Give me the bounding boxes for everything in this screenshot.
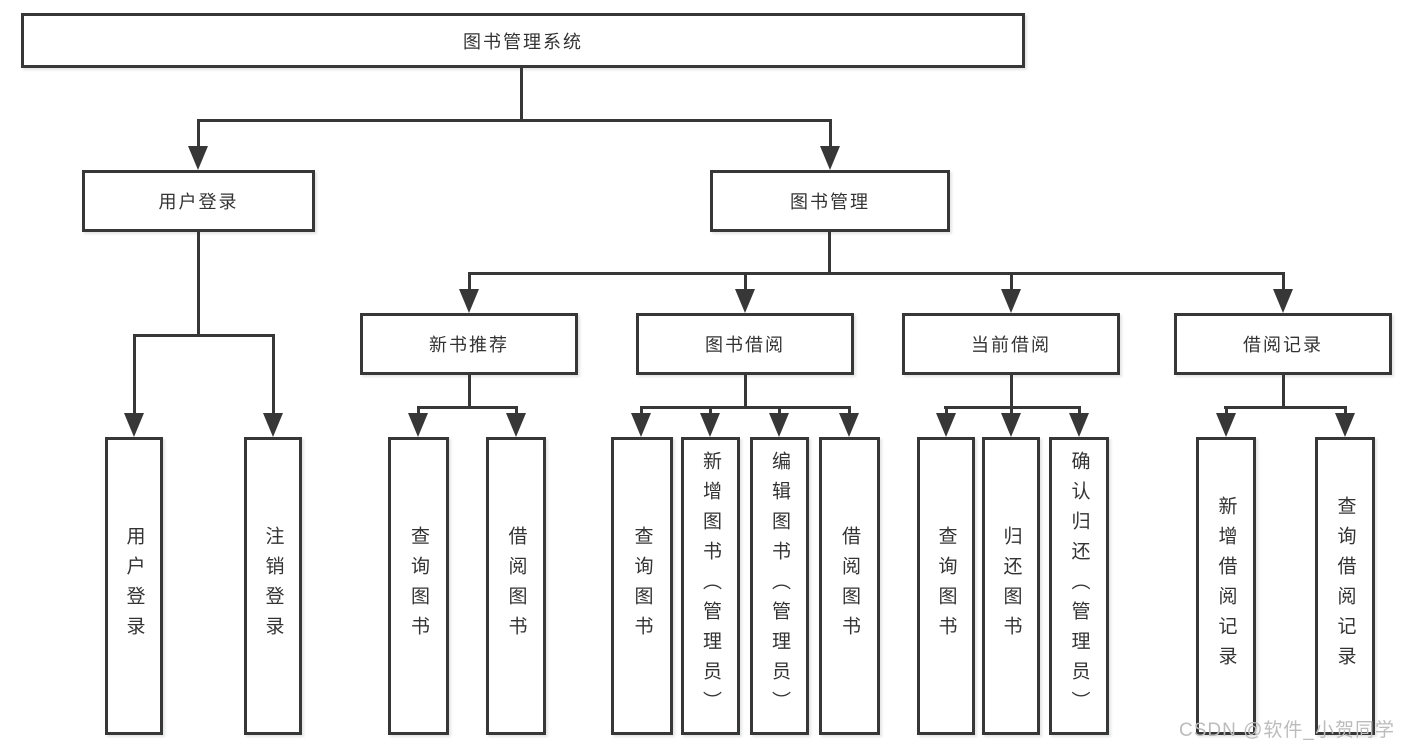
arrow-to-current-borrow [1001, 272, 1021, 313]
arrow-to-leaf-edit-books [769, 406, 789, 437]
arrow-to-user-login [188, 120, 208, 170]
arrow-to-leaf-return-books [1001, 406, 1021, 437]
leaf-query-books-3: 查询图书 [917, 437, 975, 735]
node-user-login: 用户登录 [82, 170, 315, 232]
node-book-management: 图书管理 [710, 170, 950, 232]
arrow-to-leaf-query-books-2 [631, 406, 651, 437]
leaf-confirm-return-admin: 确认归还（管理员） [1049, 437, 1109, 735]
leaf-add-books-admin: 新增图书（管理员） [681, 437, 740, 735]
connector-root-bus [197, 119, 832, 122]
leaf-query-books-1: 查询图书 [388, 437, 449, 735]
arrow-to-leaf-query-books-3 [936, 406, 956, 437]
leaf-borrow-books-1: 借阅图书 [486, 437, 546, 735]
connector-new-book-stem [468, 375, 471, 406]
leaf-query-borrow-record: 查询借阅记录 [1315, 437, 1375, 735]
arrow-to-book-management [820, 120, 840, 170]
connector-current-borrow-stem [1010, 375, 1013, 406]
connector-book-borrow-stem [744, 375, 747, 406]
connector-current-borrow-bus [944, 406, 1081, 409]
leaf-return-books: 归还图书 [982, 437, 1040, 735]
leaf-query-books-2: 查询图书 [611, 437, 673, 735]
connector-root-stem [520, 68, 523, 120]
leaf-edit-books-admin: 编辑图书（管理员） [750, 437, 809, 735]
node-new-book-recommend: 新书推荐 [360, 313, 578, 375]
arrow-to-leaf-query-record [1335, 406, 1355, 437]
node-borrow-records: 借阅记录 [1174, 313, 1392, 375]
arrow-to-borrow-records [1273, 272, 1293, 313]
leaf-user-login: 用户登录 [105, 437, 163, 735]
connector-book-management-stem [828, 232, 831, 272]
arrow-to-leaf-user-login [124, 335, 144, 437]
leaf-logout-login: 注销登录 [244, 437, 302, 735]
node-book-borrow: 图书借阅 [636, 313, 854, 375]
node-current-borrow: 当前借阅 [902, 313, 1120, 375]
connector-book-borrow-bus [640, 406, 851, 409]
connector-user-login-stem [197, 232, 200, 335]
arrow-to-leaf-borrow-books-2 [839, 406, 859, 437]
node-root-library-system: 图书管理系统 [21, 13, 1025, 68]
csdn-watermark: CSDN @软件_小贺同学 [1179, 720, 1395, 741]
arrow-to-leaf-borrow-books-1 [506, 406, 526, 437]
arrow-to-leaf-logout [263, 335, 283, 437]
connector-user-login-bus [133, 334, 275, 337]
connector-new-book-bus [417, 406, 518, 409]
connector-book-management-bus [468, 272, 1285, 275]
arrow-to-book-borrow [735, 272, 755, 313]
leaf-add-borrow-record: 新增借阅记录 [1196, 437, 1256, 735]
arrow-to-new-book-recommend [459, 272, 479, 313]
connector-borrow-records-stem [1282, 375, 1285, 406]
arrow-to-leaf-add-record [1216, 406, 1236, 437]
leaf-borrow-books-2: 借阅图书 [819, 437, 880, 735]
connector-borrow-records-bus [1224, 406, 1345, 409]
arrow-to-leaf-confirm-return [1069, 406, 1089, 437]
arrow-to-leaf-add-books [700, 406, 720, 437]
arrow-to-leaf-query-books-1 [408, 406, 428, 437]
